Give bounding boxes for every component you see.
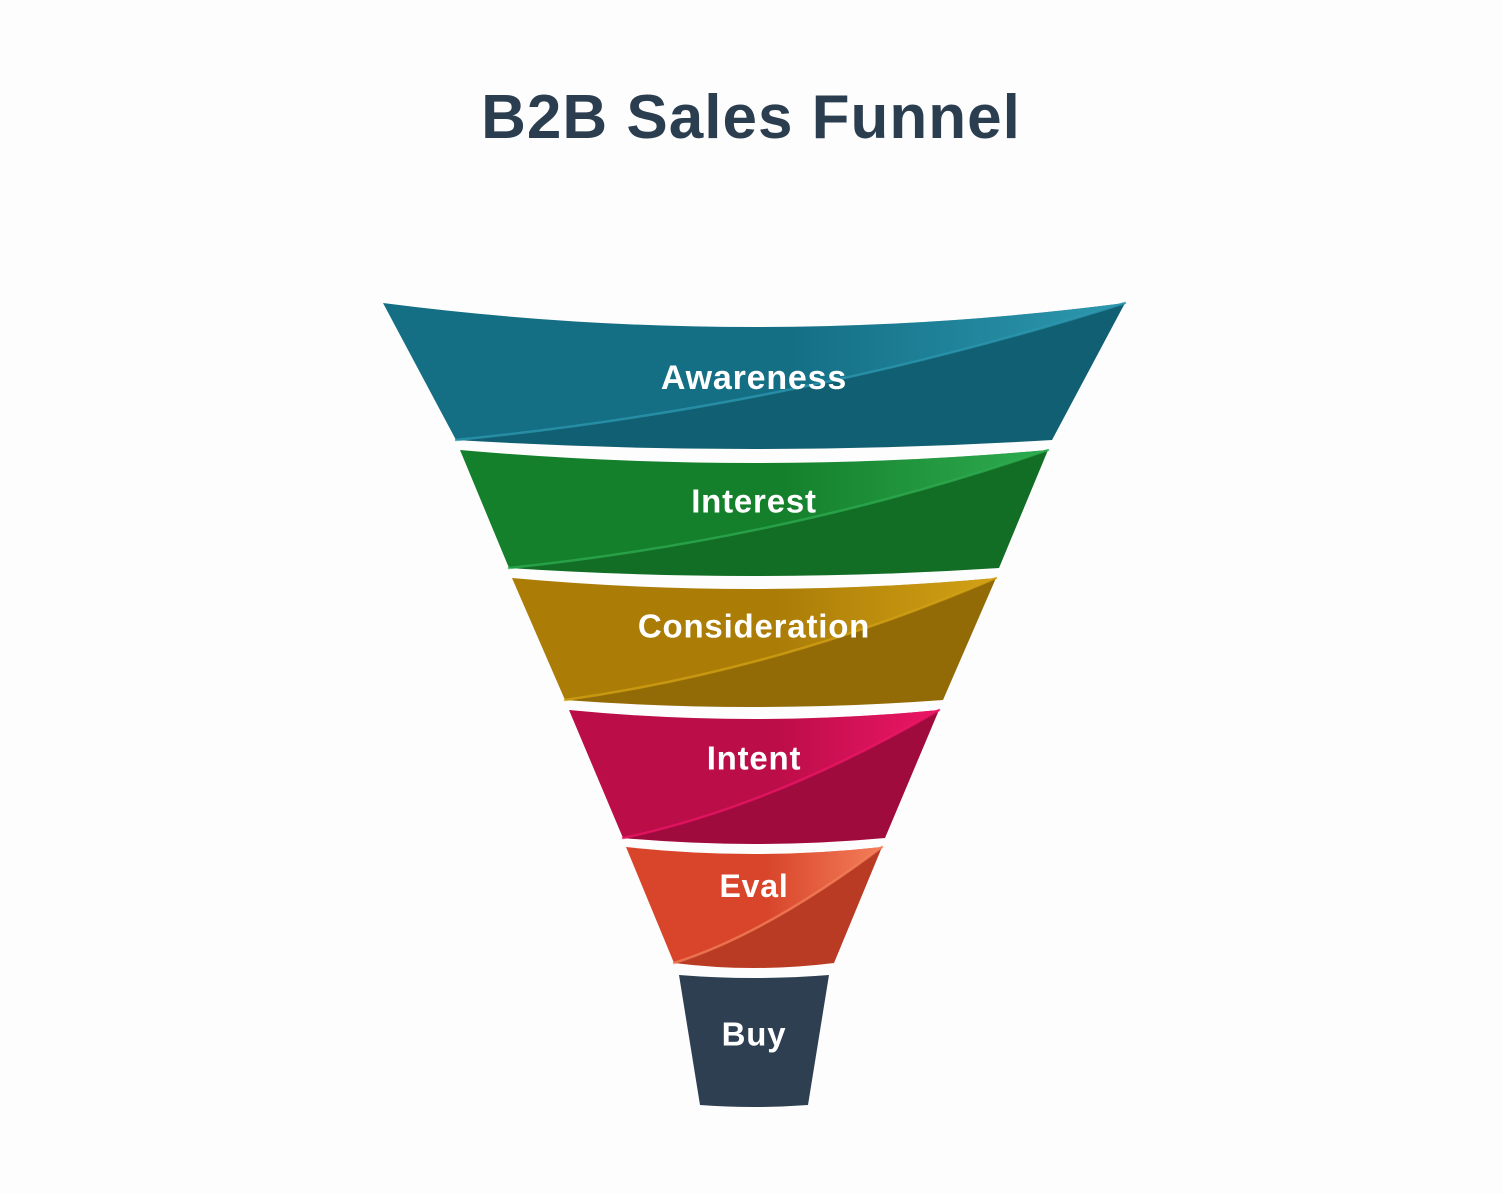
funnel-stage-label-eval: Eval (719, 868, 788, 904)
funnel-stage-consideration-shade (565, 578, 996, 707)
funnel-stage-buy: Buy (679, 975, 829, 1107)
funnel-stage-eval: Eval (626, 845, 884, 968)
funnel-stage-intent-gloss-line (621, 708, 941, 840)
funnel-stage-eval-shade (674, 847, 882, 968)
funnel-stage-intent-sheen (569, 710, 939, 838)
funnel-stage-label-buy: Buy (722, 1016, 787, 1053)
funnel-stage-eval-sheen (626, 847, 882, 963)
funnel-stage-label-intent: Intent (707, 740, 802, 777)
funnel-stage-awareness-shade (456, 303, 1125, 449)
funnel-stage-consideration: Consideration (512, 576, 998, 707)
funnel-stage-buy-shape (679, 975, 829, 1107)
funnel-stage-interest: Interest (460, 448, 1050, 576)
funnel-stage-consideration-sheen (512, 578, 996, 700)
funnel-stage-intent: Intent (569, 708, 941, 844)
funnel-stage-label-consideration: Consideration (638, 608, 870, 645)
funnel-stage-interest-gloss-line (507, 448, 1050, 570)
page-title: B2B Sales Funnel (481, 83, 1021, 152)
funnel-stage-awareness-gloss-line (454, 301, 1127, 442)
funnel-stage-eval-gloss-line (672, 845, 884, 965)
funnel-stage-awareness-sheen (383, 303, 1125, 440)
funnel-stage-label-interest: Interest (691, 483, 817, 520)
funnel-stage-label-awareness: Awareness (661, 359, 847, 397)
funnel-stage-intent-shade (623, 710, 939, 844)
funnel-stage-consideration-gloss-line (563, 576, 998, 702)
funnel-stage-interest-sheen (460, 450, 1048, 568)
funnel-stage-interest-shade (509, 450, 1048, 576)
funnel-stage-awareness: Awareness (383, 301, 1127, 449)
